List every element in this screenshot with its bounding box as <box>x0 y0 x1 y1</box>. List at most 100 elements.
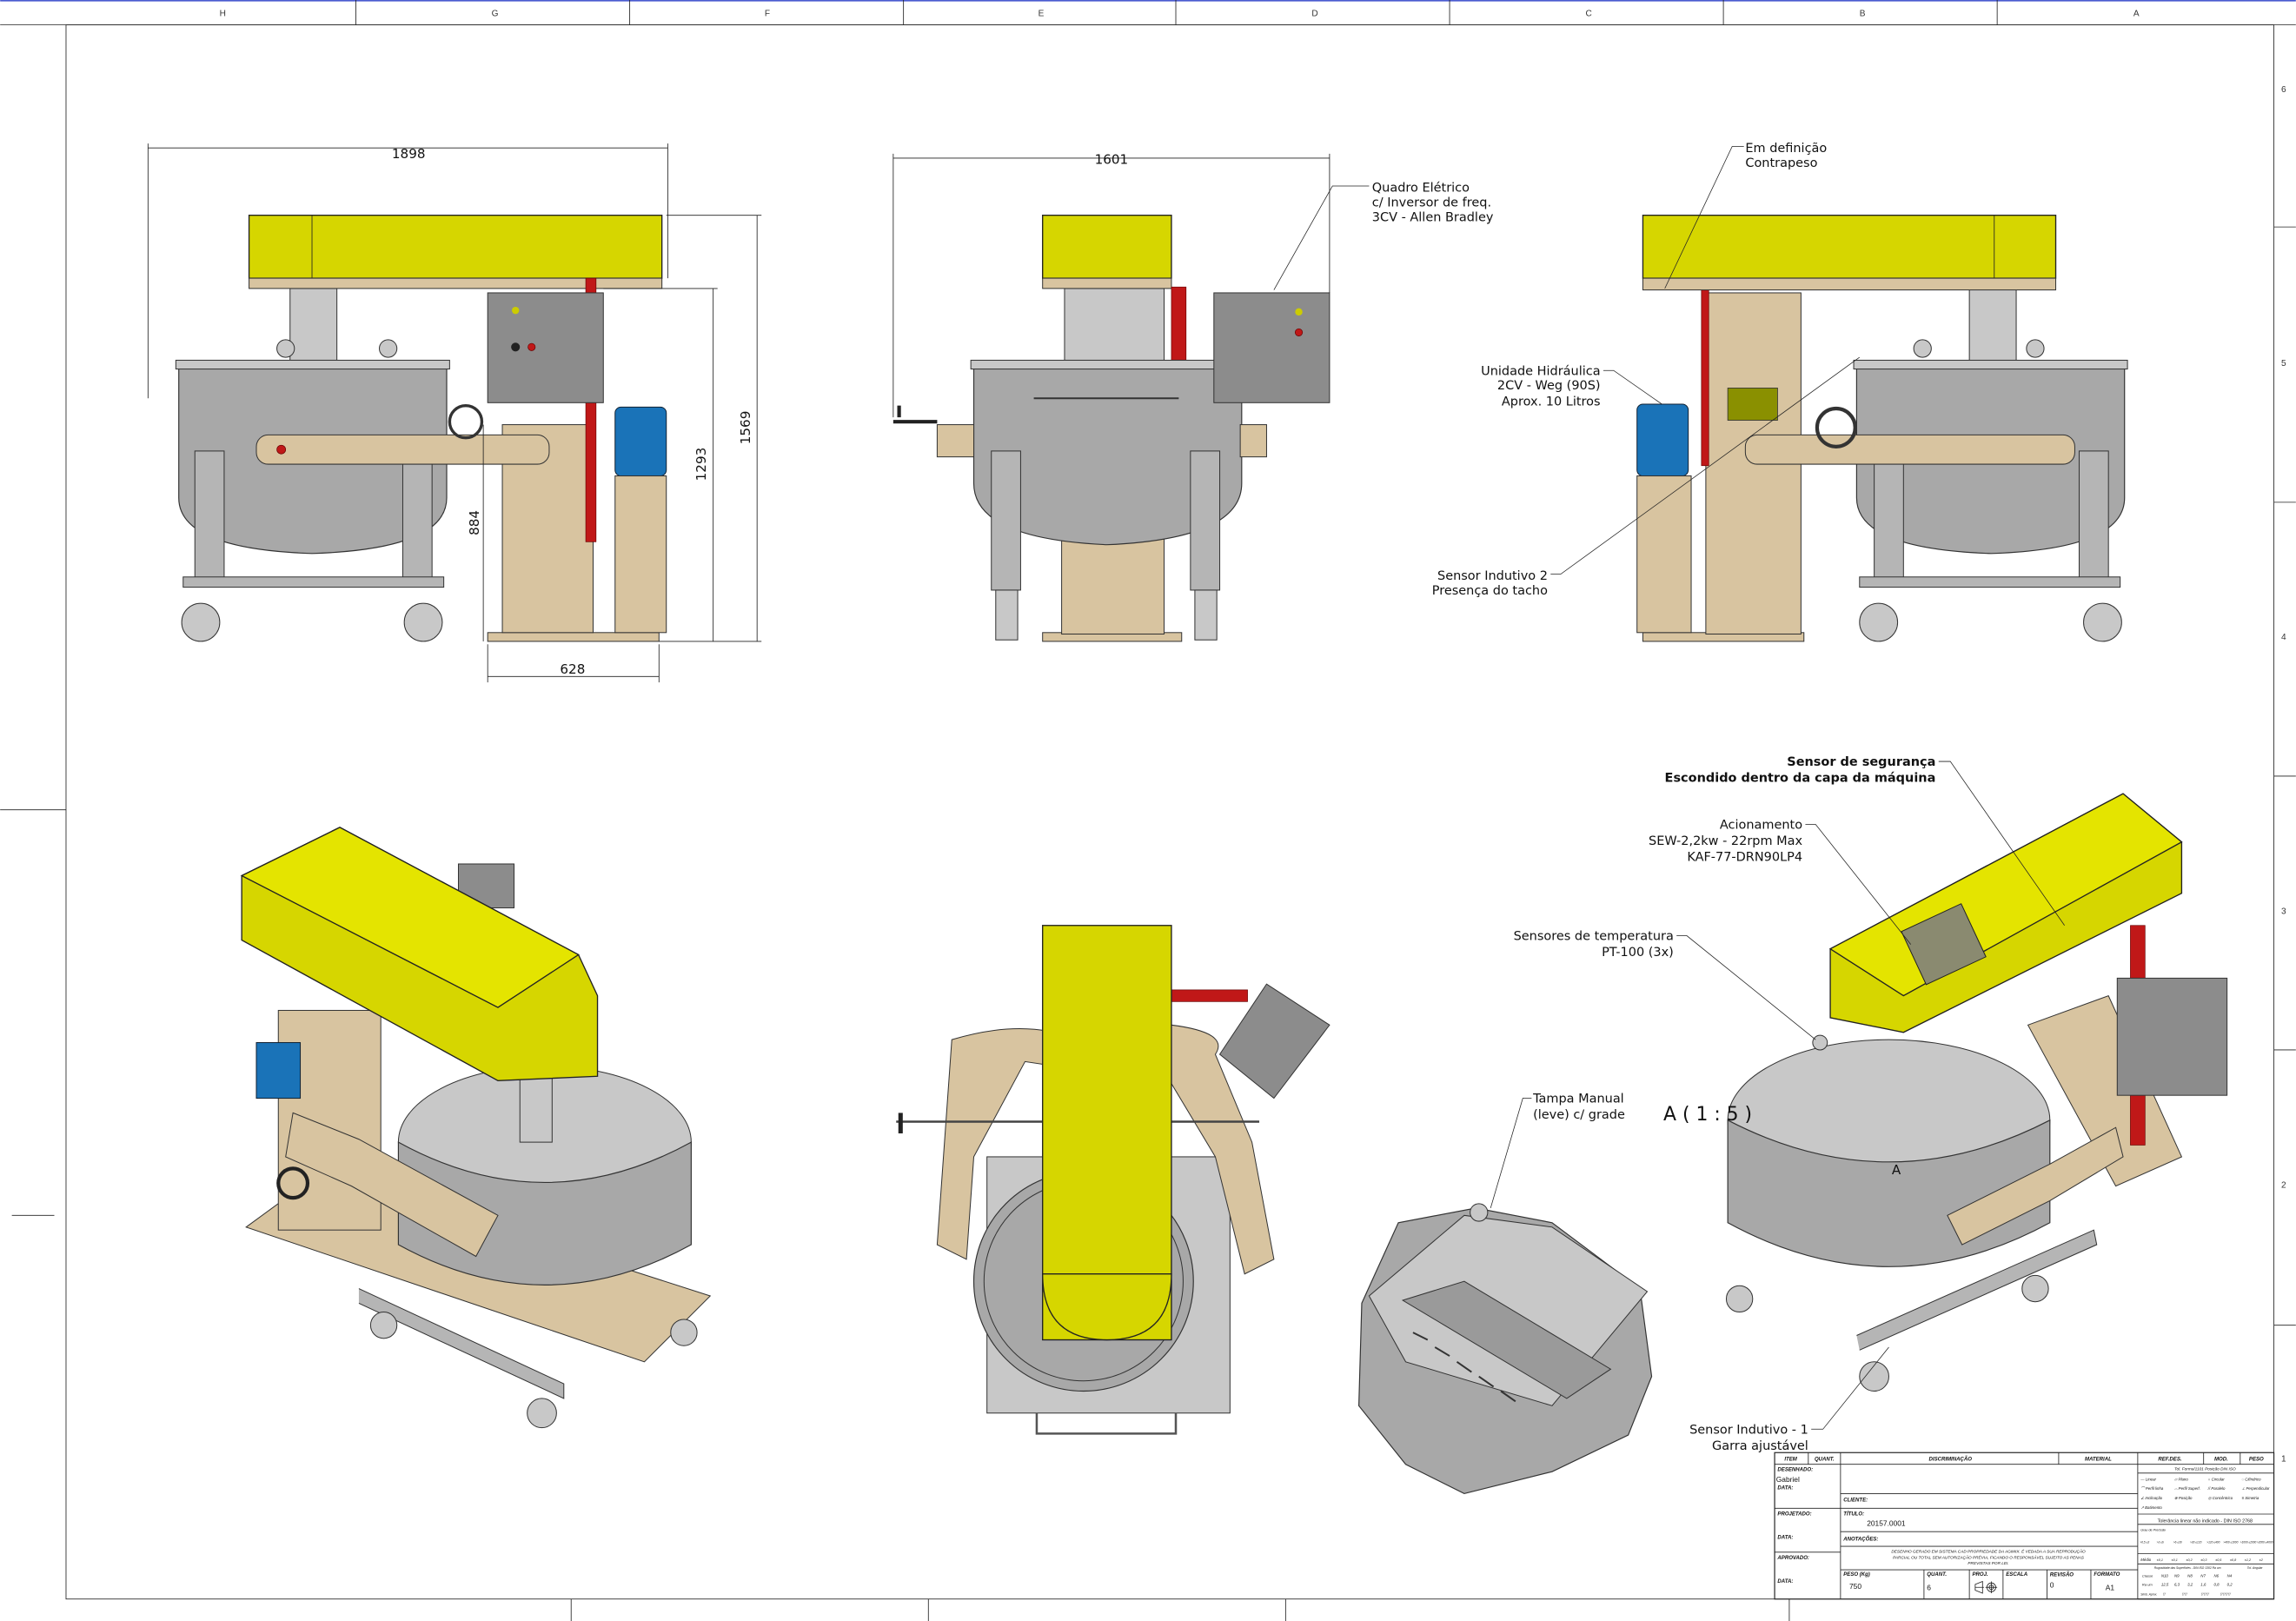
header-item: ITEM <box>1784 1458 1797 1463</box>
projetado-label: PROJETADO: <box>1777 1512 1811 1518</box>
dimension-884: 884 <box>467 510 482 535</box>
medio-cell: ±2 <box>2260 1558 2263 1562</box>
aprovado-data-label: DATA: <box>1777 1579 1793 1584</box>
header-mod: MOD. <box>2214 1458 2228 1463</box>
tolerance-symbol: — Linear <box>2140 1477 2156 1481</box>
classe-cell: N9 <box>2174 1573 2180 1578</box>
callout-sensor1-line1: Sensor Indutivo - 1 <box>1689 1423 1808 1437</box>
detail-a-label: A ( 1 : 5 ) <box>1663 1104 1752 1126</box>
projection-symbol-icon <box>1974 1580 1998 1594</box>
header-peso: PESO <box>2249 1458 2264 1463</box>
medio-label: Médio <box>2140 1558 2151 1562</box>
grau-cell: >3 ≤6 <box>2157 1541 2164 1545</box>
dimension-1569: 1569 <box>738 411 753 445</box>
side-view: 1601 <box>893 152 1330 642</box>
grid-col-f: F <box>765 10 770 19</box>
tolerance-symbol: ◎ Concêntrico <box>2208 1496 2233 1500</box>
grid-col-c: C <box>1585 10 1591 19</box>
rugosidade-title: Rugosidade das Superfícies - DIN ISO 130… <box>2154 1566 2221 1570</box>
header-discriminacao: DISCRIMINAÇÃO <box>1929 1457 1973 1463</box>
tolerance-symbol: ↗ Batimento <box>2140 1505 2162 1510</box>
grid-col-d: D <box>1311 10 1317 19</box>
callout-quadro-line2: c/ Inversor de freq. <box>1372 196 1491 210</box>
anotacoes-label: ANOTAÇÕES: <box>1842 1536 1878 1542</box>
medio-cell: ±0,8 <box>2230 1558 2237 1562</box>
tolerance-symbol: ⊥ Perpendicular <box>2241 1486 2270 1491</box>
tol-angular: Tol. Angular <box>2247 1566 2264 1570</box>
isometric-view-left <box>240 827 712 1429</box>
classe-cell: N10 <box>2161 1573 2169 1578</box>
tolerance-symbol: ○ Circular <box>2208 1477 2225 1481</box>
disclaimer-line1: DESENHO GERADO EM SISTEMA CAD PROPRIEDAD… <box>1891 1549 2086 1554</box>
grid-row-3: 3 <box>2281 907 2286 916</box>
peso-label: PESO (Kg) <box>1843 1572 1870 1578</box>
proj-label: PROJ. <box>1973 1572 1988 1578</box>
callout-tampa-line1: Tampa Manual <box>1532 1093 1624 1106</box>
detail-a-marker: A <box>1892 1162 1901 1178</box>
callout-sensor2-line1: Sensor Indutivo 2 <box>1437 569 1548 583</box>
medio-cell: ±0,5 <box>2215 1558 2222 1562</box>
dimension-1898: 1898 <box>392 146 426 162</box>
grid-col-a: A <box>2133 10 2140 19</box>
grau-label: Grau de Precisão <box>2140 1528 2166 1531</box>
projetado-data-label: DATA: <box>1777 1536 1793 1541</box>
ra-cell: 1,6 <box>2200 1583 2206 1587</box>
disclaimer-line2: PARCIAL OU TOTAL SEM AUTORIZAÇÃO PRÉVIA,… <box>1893 1554 2085 1559</box>
ra-cell: 3,2 <box>2187 1583 2193 1587</box>
simb-cell: ▽ <box>2163 1592 2167 1597</box>
ra-label: Ra um <box>2142 1583 2153 1587</box>
revisao-value: 0 <box>2050 1580 2054 1589</box>
header-refdes: REF.DES. <box>2158 1458 2182 1463</box>
classe-cell: N6 <box>2213 1573 2219 1578</box>
classe-cell: N8 <box>2187 1573 2193 1578</box>
grid-col-g: G <box>492 10 499 19</box>
tolerance-symbol: // Paralelo <box>2207 1486 2226 1491</box>
callout-hidraulica-line3: Aprox. 10 Litros <box>1502 395 1601 409</box>
desenhado-label: DESENHADO: <box>1777 1467 1813 1472</box>
callout-hidraulica-line2: 2CV - Weg (90S) <box>1497 379 1601 393</box>
medio-cell: ±0,3 <box>2200 1558 2207 1562</box>
formato-value: A1 <box>2106 1584 2115 1592</box>
callout-tampa-line2: (leve) c/ grade <box>1533 1108 1625 1122</box>
classe-cell: N4 <box>2227 1573 2233 1578</box>
title-block: ITEM QUANT. DISCRIMINAÇÃO MATERIAL REF.D… <box>1774 1452 2275 1600</box>
callout-hidraulica-line1: Unidade Hidráulica <box>1481 364 1600 378</box>
tolerance-symbol: ∠ Inclinação <box>2140 1496 2162 1500</box>
grau-cell: >30 ≤120 <box>2190 1541 2202 1545</box>
cliente-label: CLIENTE: <box>1843 1498 1868 1504</box>
grid-row-5: 5 <box>2281 359 2286 369</box>
grau-cell: >0,5 ≤3 <box>2140 1541 2149 1545</box>
quant-value: 6 <box>1927 1584 1931 1592</box>
callouts: Quadro Elétrico c/ Inversor de freq. 3CV… <box>1273 142 2065 1453</box>
medio-cell: ±0,1 <box>2172 1558 2178 1562</box>
tolerance-symbol: ⌓ Perfil Superf. <box>2174 1486 2200 1491</box>
header-quant: QUANT. <box>1815 1458 1835 1463</box>
simb-label: Simb. Aprox. <box>2140 1593 2157 1597</box>
tolerance-symbol: ⊕ Posição <box>2174 1496 2193 1500</box>
callout-quadro-line3: 3CV - Allen Bradley <box>1372 210 1494 224</box>
grid-col-b: B <box>1860 10 1866 19</box>
tolerance-block: Tol. Forma/1101 Posição DIN ISO Tolerânc… <box>2137 1466 2274 1600</box>
disclaimer-line3: PREVISTAS POR LEI. <box>1968 1561 2008 1565</box>
simb-cell: ▽▽ <box>2181 1592 2187 1597</box>
callout-contrapeso-line2: Contrapeso <box>1745 156 1817 170</box>
grau-cell: >120 ≤400 <box>2206 1541 2220 1545</box>
isometric-view-right <box>1725 793 2228 1392</box>
desenhado-value: Gabriel <box>1776 1475 1800 1484</box>
dimension-1293: 1293 <box>693 448 709 482</box>
grau-cell: >6 ≤30 <box>2173 1541 2182 1545</box>
classe-cell: N7 <box>2200 1573 2206 1578</box>
desenhado-data-label: DATA: <box>1777 1485 1793 1491</box>
callout-sensor1-line2: Garra ajustável <box>1712 1439 1808 1453</box>
ra-cell: 0,8 <box>2213 1583 2220 1587</box>
detail-a-view <box>1358 1203 1653 1495</box>
classe-label: Classe <box>2142 1573 2153 1578</box>
peso-value: 750 <box>1849 1582 1861 1591</box>
top-view <box>896 925 1330 1435</box>
header-material: MATERIAL <box>2085 1458 2112 1463</box>
callout-acionamento-line1: Acionamento <box>1720 819 1802 833</box>
medio-cell: ±0,1 <box>2157 1558 2163 1562</box>
callout-contrapeso-line1: Em definição <box>1745 142 1827 156</box>
grid-col-e: E <box>1039 10 1045 19</box>
